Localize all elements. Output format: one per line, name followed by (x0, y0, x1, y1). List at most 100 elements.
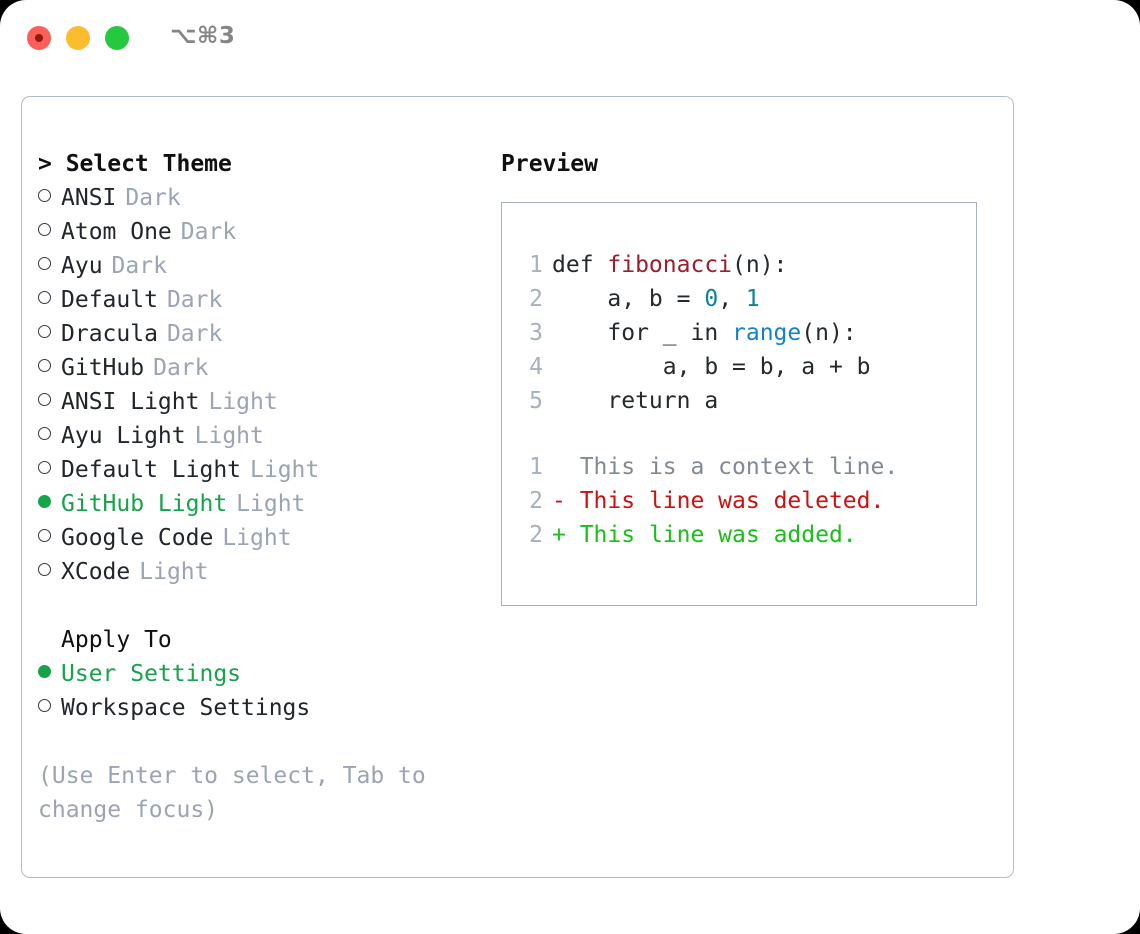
code-line: 1 def fibonacci(n): (520, 248, 871, 282)
code-token-plain: a, b = (552, 286, 705, 312)
code-line-number: 5 (529, 388, 543, 414)
list-item-kind-label: Dark (111, 253, 167, 279)
list-item-kind-label: Light (236, 491, 306, 517)
list-item-label: Default Light (61, 457, 242, 483)
list-item[interactable]: User Settings (38, 657, 478, 691)
list-item[interactable]: Atom One Dark (38, 215, 478, 249)
code-token-plain: (n): (732, 252, 788, 278)
diff-sign: - (552, 488, 580, 514)
title-bar: ⌥⌘3 (0, 0, 1140, 78)
close-button-icon[interactable] (27, 26, 51, 50)
diff-sign: + (552, 522, 580, 548)
list-item[interactable]: Google Code Light (38, 521, 478, 555)
list-item-kind-label: Light (208, 389, 278, 415)
section-spacer (38, 589, 478, 623)
code-token-call: range (732, 320, 802, 346)
list-item-kind-label: Dark (153, 355, 209, 381)
radio-unselected-icon[interactable] (38, 453, 61, 487)
list-item[interactable]: ANSI Light Light (38, 385, 478, 419)
radio-unselected-icon[interactable] (38, 283, 61, 317)
code-line-number: 1 (529, 252, 543, 278)
code-token-plain: def (552, 252, 608, 278)
list-item-label: Dracula (61, 321, 158, 347)
maximize-button-icon[interactable] (105, 26, 129, 50)
list-item-label: Default (61, 287, 158, 313)
radio-unselected-icon[interactable] (38, 249, 61, 283)
diff-line-number: 1 (529, 454, 543, 480)
list-item-label: Atom One (61, 219, 172, 245)
list-item-label: GitHub Light (61, 491, 228, 517)
list-item[interactable]: Default Dark (38, 283, 478, 317)
list-item-label: ANSI Light (61, 389, 200, 415)
diff-line-number: 2 (529, 488, 543, 514)
radio-unselected-icon[interactable] (38, 521, 61, 555)
list-item-kind-label: Dark (166, 287, 223, 313)
diff-line: 1 This is a context line. (520, 450, 898, 484)
list-item-kind-label: Light (222, 525, 292, 551)
radio-unselected-icon[interactable] (38, 215, 61, 249)
radio-unselected-icon[interactable] (38, 555, 61, 589)
diff-line: 2- This line was deleted. (520, 484, 898, 518)
keyboard-hint-text: (Use Enter to select, Tab to change focu… (38, 763, 426, 823)
minimize-button-icon[interactable] (66, 26, 90, 50)
diff-sign (552, 454, 580, 480)
list-item-kind-label: Light (194, 423, 264, 449)
preview-title: Preview (501, 151, 598, 177)
list-item-kind-label: Light (139, 559, 209, 585)
radio-unselected-icon[interactable] (38, 385, 61, 419)
list-item-kind-label: Dark (166, 321, 223, 347)
list-item[interactable]: Ayu Dark (38, 249, 478, 283)
window-controls (27, 26, 129, 50)
code-line: 4 a, b = b, a + b (520, 350, 871, 384)
code-token-plain: for _ in (552, 320, 733, 346)
code-token-num: 0 (704, 286, 719, 312)
radio-unselected-icon[interactable] (38, 181, 61, 215)
radio-unselected-icon[interactable] (38, 351, 61, 385)
list-item-label: User Settings (61, 661, 242, 687)
code-token-plain: return a (552, 388, 719, 414)
list-item-label: Ayu (61, 253, 103, 279)
list-item[interactable]: Dracula Dark (38, 317, 478, 351)
code-token-plain: (n): (801, 320, 857, 346)
code-token-plain: , (718, 286, 746, 312)
diff-text: This is a context line. (579, 454, 899, 480)
diff-preview: 1 This is a context line.2- This line wa… (520, 450, 898, 552)
list-item-label: XCode (61, 559, 131, 585)
radio-unselected-icon[interactable] (38, 691, 61, 725)
list-item-label: ANSI (61, 185, 117, 211)
radio-unselected-icon[interactable] (38, 419, 61, 453)
list-item[interactable]: Workspace Settings (38, 691, 478, 725)
radio-selected-icon[interactable] (38, 487, 61, 521)
list-item-label: Workspace Settings (61, 695, 311, 721)
radio-selected-icon[interactable] (38, 657, 61, 691)
list-item-label: Ayu Light (61, 423, 186, 449)
list-item[interactable]: GitHub Light Light (38, 487, 478, 521)
code-token-fn: fibonacci (607, 252, 733, 278)
list-item-kind-label: Dark (180, 219, 237, 245)
code-line-number: 4 (529, 354, 543, 380)
radio-unselected-icon[interactable] (38, 317, 61, 351)
code-line-number: 3 (529, 320, 543, 346)
code-token-num: 1 (745, 286, 760, 312)
apply-to-header: Apply To (61, 627, 172, 653)
list-item-label: Google Code (61, 525, 214, 551)
code-line: 3 for _ in range(n): (520, 316, 871, 350)
diff-text: This line was deleted. (579, 488, 885, 514)
diff-text: This line was added. (579, 522, 857, 548)
code-line: 2 a, b = 0, 1 (520, 282, 871, 316)
code-token-plain: a, b = b, a + b (552, 354, 871, 380)
select-theme-header: > Select Theme (38, 151, 232, 177)
list-item[interactable]: XCode Light (38, 555, 478, 589)
hint-spacer (38, 725, 478, 759)
list-item[interactable]: Ayu Light Light (38, 419, 478, 453)
